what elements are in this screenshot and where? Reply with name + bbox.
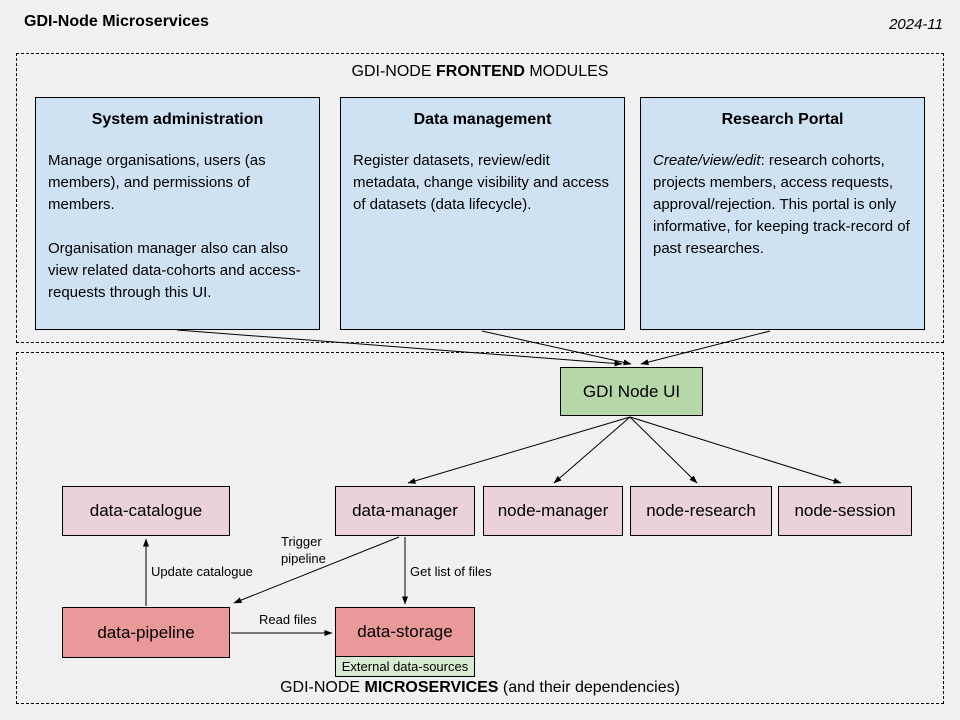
module-title: System administration bbox=[91, 111, 264, 128]
module-body: Register datasets, review/edit metadata,… bbox=[353, 150, 612, 216]
edge-label-read-files: Read files bbox=[259, 612, 317, 627]
node-data-pipeline: data-pipeline bbox=[62, 607, 230, 658]
node-node-research: node-research bbox=[630, 486, 772, 536]
module-body: Manage organisations, users (as members)… bbox=[48, 150, 307, 304]
node-gdi-node-ui: GDI Node UI bbox=[560, 367, 703, 416]
frontend-caption-post: MODULES bbox=[524, 63, 609, 80]
microservices-section-box bbox=[16, 352, 944, 704]
module-title: Research Portal bbox=[721, 111, 844, 128]
page-title: GDI-Node Microservices bbox=[24, 13, 209, 30]
frontend-section-caption: GDI-NODE FRONTEND MODULES bbox=[16, 63, 944, 81]
module-paragraph: Register datasets, review/edit metadata,… bbox=[353, 152, 609, 213]
module-paragraph: Manage organisations, users (as members)… bbox=[48, 152, 266, 213]
page-date: 2024-11 bbox=[889, 16, 943, 33]
module-research-portal: Research Portal Create/view/edit: resear… bbox=[640, 97, 925, 330]
module-data-management: Data management Register datasets, revie… bbox=[340, 97, 625, 330]
node-external-data-sources: External data-sources bbox=[335, 656, 475, 677]
node-data-storage: data-storage bbox=[335, 607, 475, 657]
micro-caption-pre: GDI-NODE bbox=[280, 679, 365, 696]
module-system-administration: System administration Manage organisatio… bbox=[35, 97, 320, 330]
frontend-caption-pre: GDI-NODE bbox=[351, 63, 436, 80]
frontend-caption-bold: FRONTEND bbox=[435, 63, 525, 80]
node-node-manager: node-manager bbox=[483, 486, 623, 536]
module-lead-rest: : research cohorts, projects members, ac… bbox=[653, 152, 910, 257]
module-paragraph: Organisation manager also can also view … bbox=[48, 240, 301, 301]
node-node-session: node-session bbox=[778, 486, 912, 536]
module-lead-italic: Create/view/edit bbox=[653, 152, 761, 169]
node-data-manager: data-manager bbox=[335, 486, 475, 536]
module-title: Data management bbox=[413, 111, 552, 128]
edge-label-trigger-pipeline: Trigger pipeline bbox=[281, 534, 326, 566]
micro-caption-post: (and their dependencies) bbox=[498, 679, 680, 696]
module-body: Create/view/edit: research cohorts, proj… bbox=[653, 150, 912, 260]
frontend-section-box bbox=[16, 53, 944, 343]
module-paragraph: Create/view/edit: research cohorts, proj… bbox=[653, 150, 912, 260]
micro-caption-bold: MICROSERVICES bbox=[364, 679, 499, 696]
microservices-section-caption: GDI-NODE MICROSERVICES (and their depend… bbox=[16, 679, 944, 697]
edge-label-get-list-of-files: Get list of files bbox=[410, 564, 492, 579]
edge-label-update-catalogue: Update catalogue bbox=[151, 564, 253, 579]
node-data-catalogue: data-catalogue bbox=[62, 486, 230, 536]
